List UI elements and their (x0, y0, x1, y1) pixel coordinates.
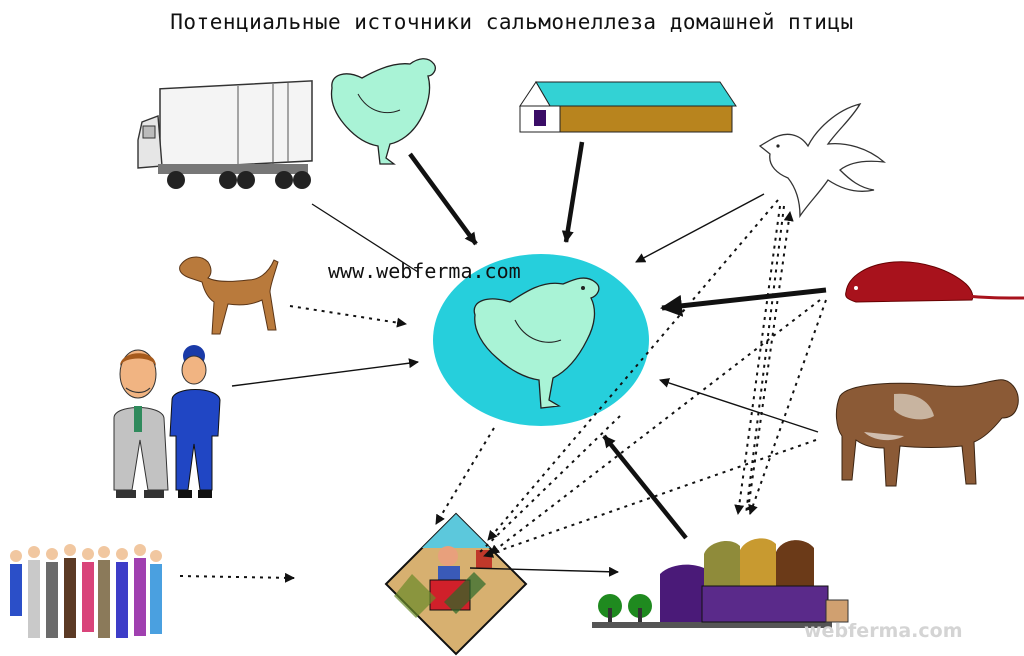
arrow-tractor-to-mill (469, 566, 619, 577)
arrow-people-to-flock (231, 358, 419, 387)
arrow-rodent-to-mill (748, 299, 827, 515)
arrow-barn-to-flock (561, 141, 585, 243)
truck-icon (137, 80, 313, 189)
arrow-flock-to-tractor-2 (477, 415, 621, 555)
crowd-icon (10, 544, 162, 638)
arrow-mill-to-bird (747, 211, 794, 511)
center-poultry-flock (433, 254, 649, 426)
people-icon (113, 345, 221, 498)
website-label: www.webferma.com (328, 259, 521, 283)
dog-icon (179, 256, 279, 335)
arrow-truck-to-flock (311, 203, 419, 273)
cow-icon (835, 379, 1019, 487)
arrow-cow-to-tractor (483, 439, 817, 558)
arrow-rodent-to-flock (660, 287, 827, 317)
arrow-bird-to-flock (635, 193, 765, 263)
feed-mill-icon (592, 538, 849, 628)
arrow-cow-to-flock (659, 378, 819, 433)
arrow-mill-to-flock (602, 434, 688, 540)
arrow-hen-to-flock (408, 152, 478, 246)
arrow-bird-to-mill-1 (734, 205, 781, 515)
arrow-dog-to-flock (289, 305, 407, 328)
arrows (179, 141, 827, 583)
arrow-crowd-to-tractor (179, 572, 295, 583)
dove-icon (758, 102, 886, 219)
arrow-rodent-to-tractor (489, 299, 821, 555)
barn-icon (519, 81, 737, 133)
diagram-title: Потенциальные источники сальмонеллеза до… (170, 10, 854, 34)
chicken-icon (473, 277, 600, 409)
rodent-icon (845, 261, 1024, 303)
tractor-icon (384, 512, 528, 656)
hen-icon (330, 58, 436, 165)
arrow-bird-to-mill-2 (745, 205, 785, 515)
arrow-flock-to-tractor (435, 427, 495, 525)
watermark: webferma.com (804, 620, 963, 642)
arrow-bird-to-tractor (487, 199, 779, 541)
